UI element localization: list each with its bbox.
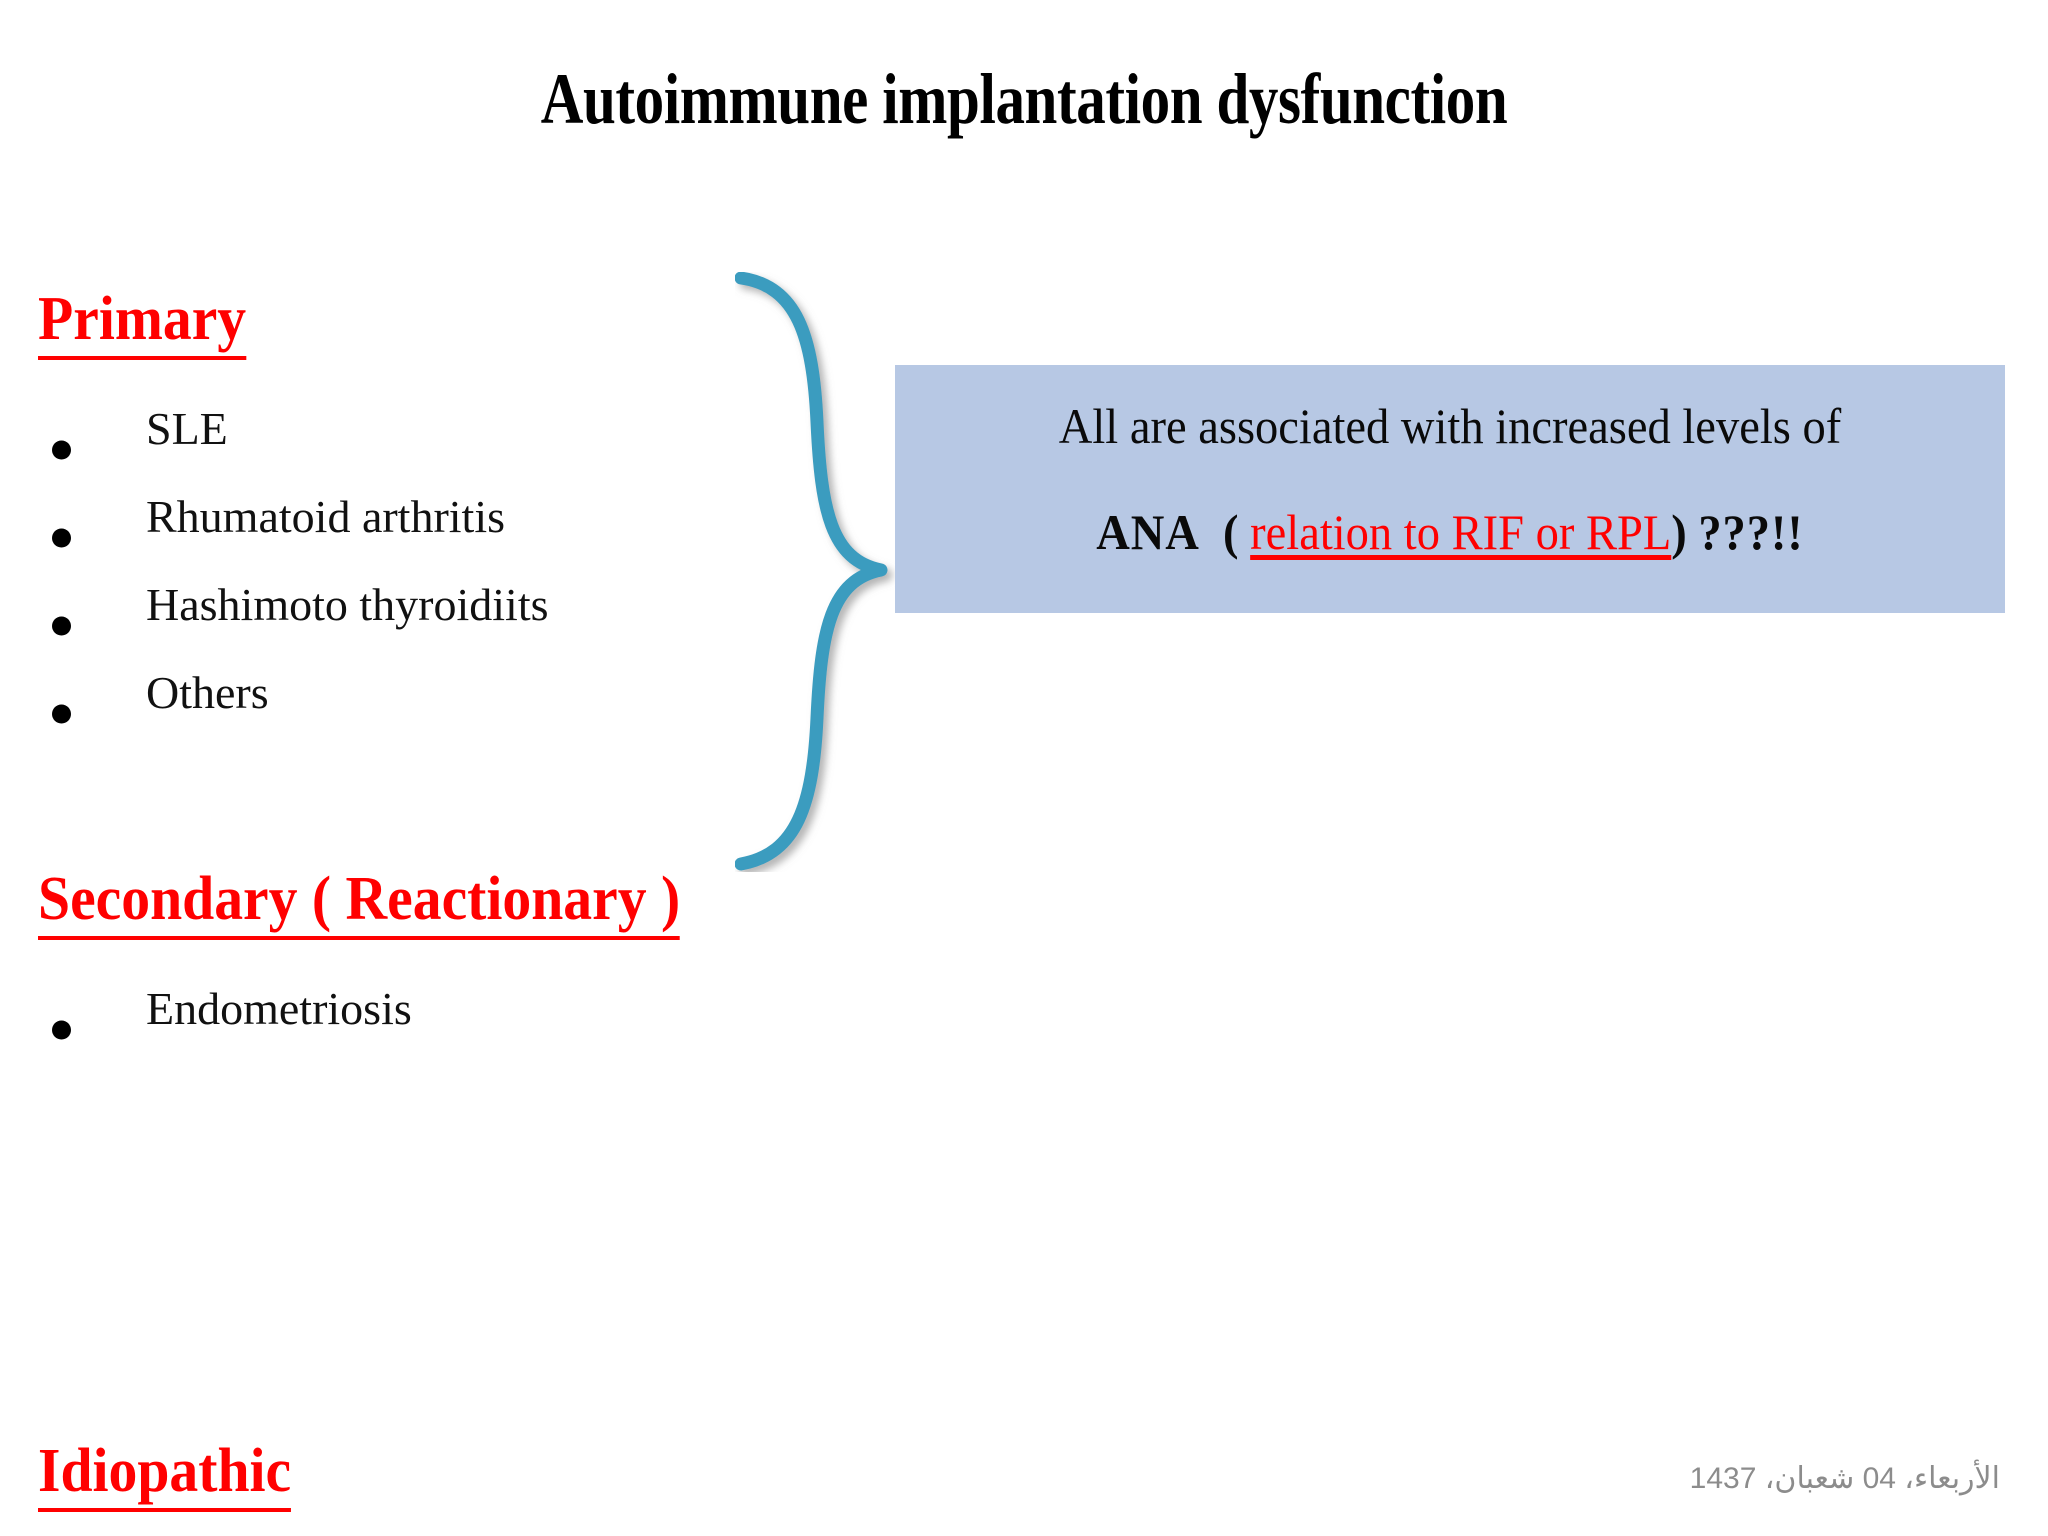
section-heading-secondary: Secondary ( Reactionary ) <box>38 868 681 940</box>
footer-date: الأربعاء، 04 شعبان، 1437 <box>1689 1462 2000 1495</box>
section-heading-idiopathic: Idiopathic <box>38 1440 292 1512</box>
callout-line-1-text: All are associated with increased levels… <box>1058 398 1842 454</box>
list-item-label: SLE <box>146 403 228 454</box>
bullet-list-primary: SLE Rhumatoid arthritis Hashimoto thyroi… <box>38 406 549 758</box>
section-idiopathic-heading-wrap: Idiopathic <box>38 1440 310 1512</box>
section-primary-heading-wrap: Primary <box>38 288 262 360</box>
list-item-label: Others <box>146 667 269 718</box>
list-item: Rhumatoid arthritis <box>38 494 549 582</box>
section-heading-primary: Primary <box>38 288 247 360</box>
list-item: Endometriosis <box>38 986 412 1074</box>
bullet-dot-icon <box>52 528 71 548</box>
callout-emphasis-marks: ???!! <box>1698 504 1804 560</box>
bullet-dot-icon <box>52 440 71 460</box>
callout-close-paren: ) <box>1671 504 1687 560</box>
callout-open-paren: ( <box>1223 504 1239 560</box>
list-item: Others <box>38 670 549 758</box>
callout-box: All are associated with increased levels… <box>895 365 2005 613</box>
curly-brace-right-icon <box>735 272 888 871</box>
list-item-label: Rhumatoid arthritis <box>146 491 506 542</box>
bullet-dot-icon <box>52 704 71 724</box>
list-item-label: Endometriosis <box>146 983 412 1034</box>
bullet-dot-icon <box>52 1020 71 1040</box>
callout-relation-link[interactable]: relation to RIF or RPL <box>1250 504 1672 560</box>
callout-line-2: ANA ( relation to RIF or RPL) ???!! <box>956 507 1944 557</box>
list-item-label: Hashimoto thyroidiits <box>146 579 549 630</box>
bullet-list-secondary: Endometriosis <box>38 986 412 1074</box>
callout-ana-label: ANA <box>1096 504 1200 560</box>
section-secondary-heading-wrap: Secondary ( Reactionary ) <box>38 868 728 940</box>
list-item: Hashimoto thyroidiits <box>38 582 549 670</box>
page-title: Autoimmune implantation dysfunction <box>540 59 1508 139</box>
callout-line-1: All are associated with increased levels… <box>956 401 1944 451</box>
list-item: SLE <box>38 406 549 494</box>
bullet-dot-icon <box>52 616 71 636</box>
